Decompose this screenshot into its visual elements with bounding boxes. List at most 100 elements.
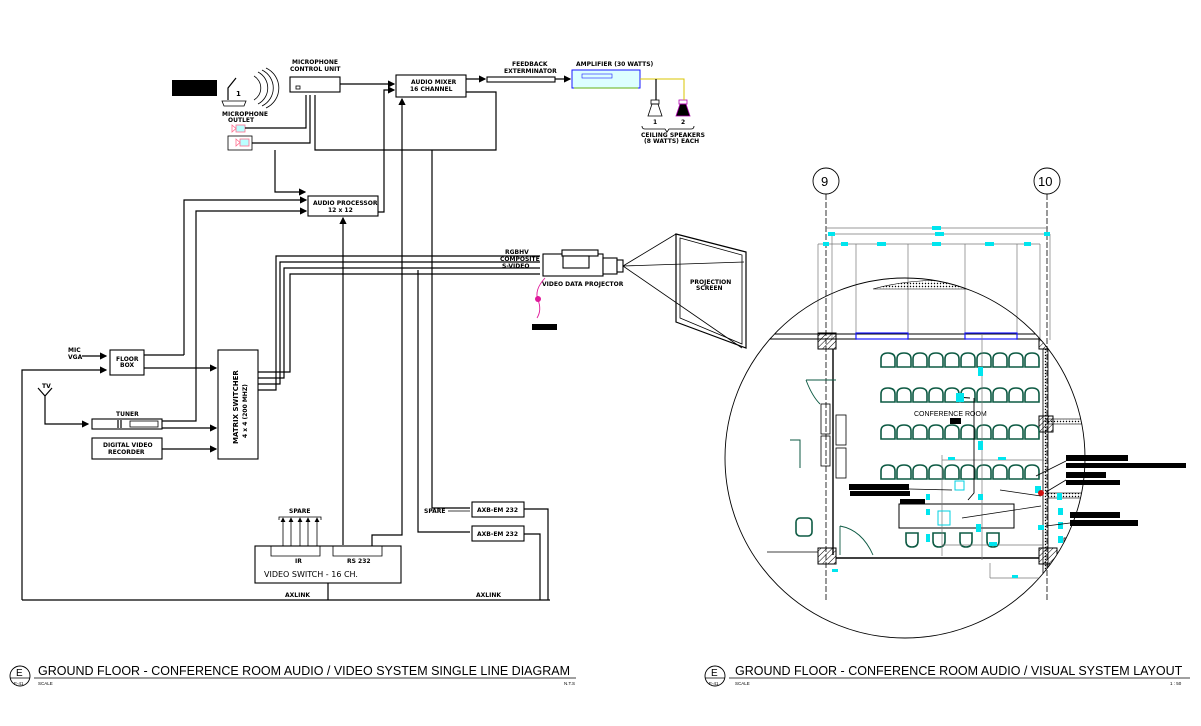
matrix-switcher-spec: 4 x 4 (200 MHZ) <box>242 384 249 438</box>
seat <box>944 387 960 403</box>
axlink-label-1: AXLINK <box>285 592 310 599</box>
microphone-outlet-label: MICROPHONE <box>222 111 268 118</box>
seat <box>880 424 896 440</box>
floor-box-label-2: BOX <box>120 362 134 369</box>
microphone-outlet-label-2: OUTLET <box>228 117 255 124</box>
seat <box>928 464 944 480</box>
ref-letter-2: E <box>711 668 718 679</box>
projection-screen-label-2: SCREEN <box>696 285 723 292</box>
seating-rows <box>880 352 1040 548</box>
seat <box>928 352 944 368</box>
axlink-label-2: AXLINK <box>476 592 501 599</box>
seat <box>960 352 976 368</box>
rgbhv-label: RGBHV <box>505 249 529 256</box>
diagram-title: GROUND FLOOR - CONFERENCE ROOM AUDIO / V… <box>38 664 570 678</box>
speaker-2-number: 2 <box>681 119 685 126</box>
feedback-exterminator-label: FEEDBACK <box>512 61 548 68</box>
seat <box>905 532 919 548</box>
seat <box>1008 424 1024 440</box>
audio-processor-label-2: 12 x 12 <box>328 207 353 214</box>
video-data-projector-label: VIDEO DATA PROJECTOR <box>542 281 624 288</box>
mic-outlet-2 <box>227 135 253 151</box>
scale-value-2: 1 : 50 <box>1170 681 1182 686</box>
audio-processor-label: AUDIO PROCESSOR <box>313 200 378 207</box>
microphone-number: 1 <box>236 90 241 98</box>
single-line-diagram: 1 MICROPHONE OUTLET MICROPHONE CONTROL U… <box>9 59 747 687</box>
audio-processor-box <box>307 195 379 217</box>
seat <box>986 532 1000 548</box>
microphone-icon: 1 <box>221 77 247 107</box>
redacted-label <box>172 80 217 96</box>
ref-letter: E <box>16 668 23 679</box>
seat <box>880 352 896 368</box>
floor-box <box>109 349 145 376</box>
seat <box>960 464 976 480</box>
floor-box-label: FLOOR <box>116 356 139 363</box>
mic-outlet-1 <box>231 124 246 133</box>
seat <box>928 424 944 440</box>
speaker-1-number: 1 <box>653 119 657 126</box>
audio-mixer-box <box>395 74 467 98</box>
scale-label-2: SCALE <box>735 681 750 686</box>
spare-label-2: SPARE <box>424 508 446 515</box>
av-layout-plan: 9 10 <box>704 167 1190 687</box>
scale-value: N.T.S <box>564 681 575 686</box>
tuner-icon <box>91 418 163 430</box>
sound-waves-icon <box>253 67 280 109</box>
seat <box>1024 424 1040 440</box>
seat <box>944 424 960 440</box>
seat <box>992 464 1008 480</box>
seat <box>896 387 912 403</box>
seat <box>912 424 928 440</box>
ceiling-speaker-1 <box>647 99 663 117</box>
tv-label: TV <box>42 383 51 390</box>
seat <box>976 464 992 480</box>
ref-sheet-2: E-41 <box>709 681 719 686</box>
s-video-label: S-VIDEO <box>502 263 529 270</box>
ceiling-speakers-label-2: (8 WATTS) EACH <box>644 138 699 145</box>
title-block-right: E E-41 GROUND FLOOR - CONFERENCE ROOM AU… <box>704 664 1190 687</box>
seat <box>912 352 928 368</box>
mic-control-unit-box <box>289 76 341 93</box>
seat <box>959 532 973 548</box>
seat <box>912 464 928 480</box>
seat <box>976 387 992 403</box>
video-switch-box <box>254 545 402 584</box>
amplifier-box <box>571 69 641 89</box>
scale-label: SCALE <box>38 681 53 686</box>
vga-input-label: VGA <box>68 354 83 361</box>
ref-sheet: E-41 <box>14 681 24 686</box>
ceiling-speaker-2 <box>675 99 691 117</box>
mic-control-unit-label-2: CONTROL UNIT <box>290 66 341 73</box>
seat <box>944 464 960 480</box>
audio-mixer-label: AUDIO MIXER <box>411 79 457 86</box>
mic-input-label: MIC <box>68 347 81 354</box>
matrix-switcher-label: MATRIX SWITCHER <box>232 370 240 444</box>
dvr-label-2: RECORDER <box>108 449 145 456</box>
seat <box>1024 352 1040 368</box>
title-block-left: E E-41 GROUND FLOOR - CONFERENCE ROOM AU… <box>9 664 576 687</box>
feedback-exterminator-label-2: EXTERMINATOR <box>504 68 557 75</box>
seat <box>960 387 976 403</box>
tuner-label: TUNER <box>116 411 139 418</box>
redacted-label <box>532 324 557 330</box>
matrix-switcher-box <box>217 349 259 460</box>
seat <box>1024 387 1040 403</box>
rs232-label: RS 232 <box>347 558 371 565</box>
seat <box>976 352 992 368</box>
seat <box>880 464 896 480</box>
layout-title: GROUND FLOOR - CONFERENCE ROOM AUDIO / V… <box>735 664 1183 678</box>
seat <box>1008 352 1024 368</box>
seat <box>992 387 1008 403</box>
conference-table <box>898 503 1015 529</box>
video-data-projector-icon <box>542 249 624 277</box>
mic-control-unit-label: MICROPHONE <box>292 59 338 66</box>
seat <box>896 464 912 480</box>
axb-em-label-1: AXB-EM 232 <box>477 507 518 514</box>
projection-screen-label: PROJECTION <box>690 279 731 286</box>
composite-label: COMPOSITE <box>500 256 540 263</box>
seat <box>896 424 912 440</box>
ceiling-speakers-label: CEILING SPEAKERS <box>641 132 705 139</box>
seat <box>1008 464 1024 480</box>
